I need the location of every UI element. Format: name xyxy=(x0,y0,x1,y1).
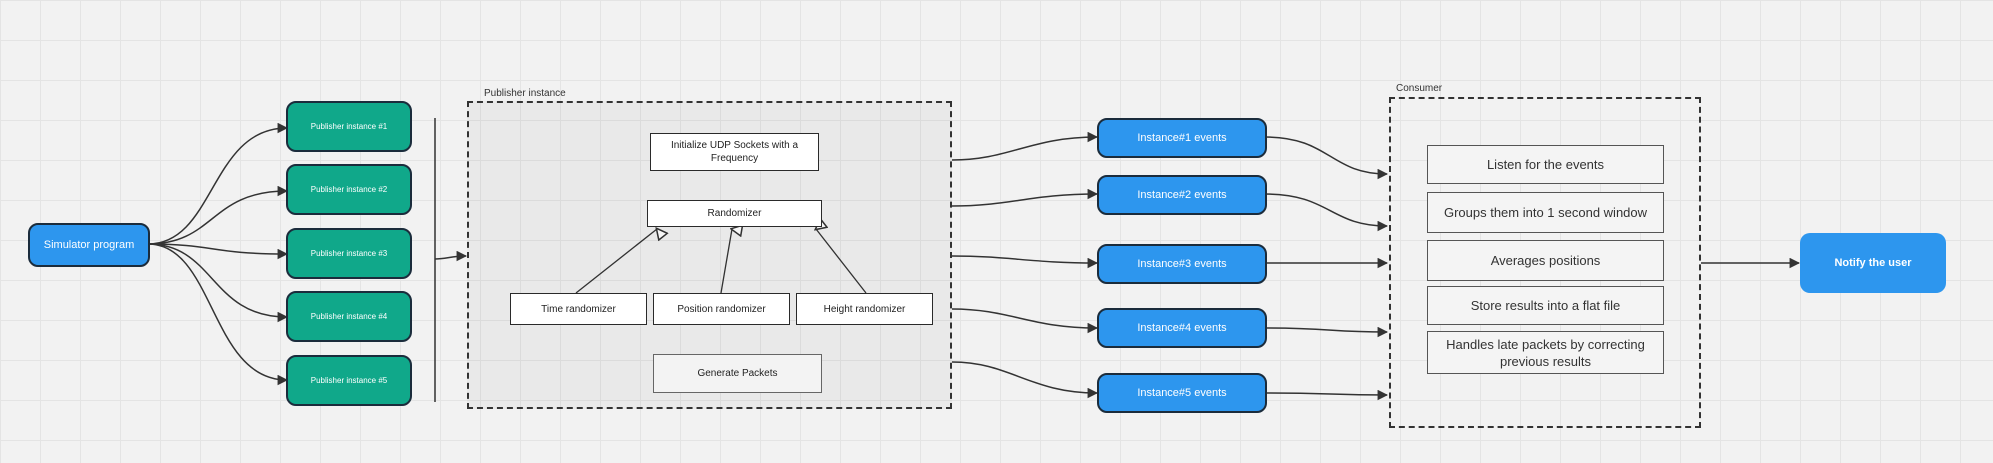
edge-frame-event-5 xyxy=(951,361,1099,399)
simulator-program-node[interactable]: Simulator program xyxy=(28,223,150,267)
edge-simulator-publisher-1 xyxy=(147,122,289,245)
group-window-step[interactable]: Groups them into 1 second window xyxy=(1427,192,1664,233)
edge-position-randomizer xyxy=(720,229,732,294)
edge-event-4-consumer xyxy=(1264,326,1389,338)
average-positions-step[interactable]: Averages positions xyxy=(1427,240,1664,281)
edge-time-randomizer xyxy=(575,229,657,294)
edge-simulator-publisher-5 xyxy=(147,243,289,386)
publisher-instance-3[interactable]: Publisher instance #3 xyxy=(286,228,412,279)
randomizer-box[interactable]: Randomizer xyxy=(647,200,822,227)
publisher-instance-4[interactable]: Publisher instance #4 xyxy=(286,291,412,342)
consumer-frame-title: Consumer xyxy=(1396,83,1443,94)
init-udp-sockets-box[interactable]: Initialize UDP Sockets with a Frequency xyxy=(650,133,819,171)
instance-5-events-node[interactable]: Instance#5 events xyxy=(1097,373,1267,413)
publisher-instance-1[interactable]: Publisher instance #1 xyxy=(286,101,412,152)
late-packets-step[interactable]: Handles late packets by correcting previ… xyxy=(1427,331,1664,374)
edge-simulator-publisher-2 xyxy=(147,185,289,245)
edge-frame-event-1 xyxy=(951,131,1099,161)
publisher-frame xyxy=(467,101,952,409)
position-randomizer-box[interactable]: Position randomizer xyxy=(653,293,790,325)
store-results-step[interactable]: Store results into a flat file xyxy=(1427,286,1664,325)
edge-height-randomizer xyxy=(816,229,867,294)
edge-simulator-publisher-3 xyxy=(147,243,289,260)
consumer-frame xyxy=(1389,97,1701,428)
edge-publishers-to-frame xyxy=(434,250,468,262)
time-randomizer-box[interactable]: Time randomizer xyxy=(510,293,647,325)
edge-simulator-publisher-4 xyxy=(147,243,289,323)
edge-frame-event-2 xyxy=(951,188,1099,207)
edge-event-1-consumer xyxy=(1264,136,1389,180)
edge-frame-event-3 xyxy=(951,255,1099,269)
instance-2-events-node[interactable]: Instance#2 events xyxy=(1097,175,1267,215)
edge-frame-event-4 xyxy=(951,308,1099,334)
edge-event-2-consumer xyxy=(1264,193,1389,232)
generate-packets-box[interactable]: Generate Packets xyxy=(653,354,822,393)
instance-1-events-node[interactable]: Instance#1 events xyxy=(1097,118,1267,158)
instance-3-events-node[interactable]: Instance#3 events xyxy=(1097,244,1267,284)
publisher-frame-title: Publisher instance xyxy=(484,88,566,99)
instance-4-events-node[interactable]: Instance#4 events xyxy=(1097,308,1267,348)
height-randomizer-box[interactable]: Height randomizer xyxy=(796,293,933,325)
publisher-instance-5[interactable]: Publisher instance #5 xyxy=(286,355,412,406)
edge-event-5-consumer xyxy=(1264,389,1389,401)
listen-events-step[interactable]: Listen for the events xyxy=(1427,145,1664,184)
publisher-instance-2[interactable]: Publisher instance #2 xyxy=(286,164,412,215)
notify-user-node[interactable]: Notify the user xyxy=(1800,233,1946,293)
